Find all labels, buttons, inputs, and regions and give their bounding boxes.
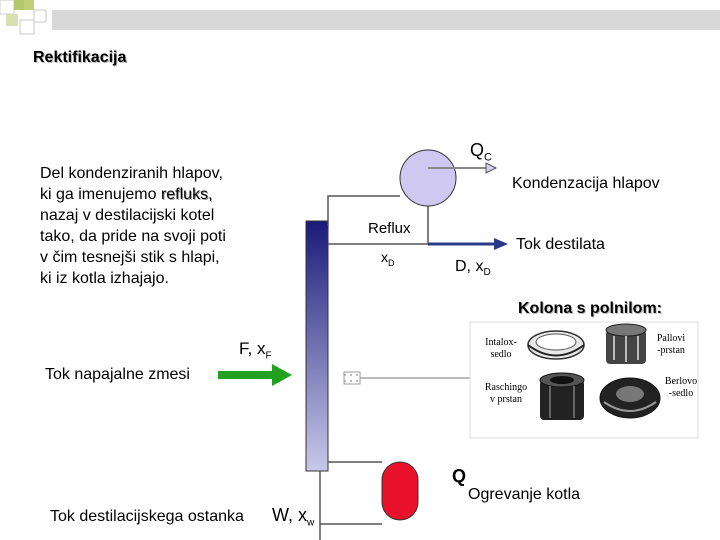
condensation-label: Kondenzacija hlapov [512, 175, 660, 192]
pall-label: Pallovi-prstan [656, 333, 686, 356]
distillate-flow-label: D, xD [455, 258, 491, 279]
qc-label: QC [470, 140, 492, 164]
berl-label: Berlovo-sedlo [664, 376, 698, 399]
bottoms-flow-label: W, xw [272, 505, 315, 529]
intalox-saddle-image [527, 330, 585, 360]
condenser [399, 149, 457, 207]
feed-arrow-shaft [218, 371, 274, 379]
description-line: ki ga imenujemo refluks, [40, 186, 213, 203]
feed-flow-label: F, xF [239, 339, 272, 362]
raschig-ring-image [539, 372, 585, 420]
berl-saddle-image [599, 377, 661, 419]
heating-label: Ogrevanje kotla [468, 486, 581, 503]
vapour-line [327, 195, 400, 226]
distillate-arrow-icon [494, 238, 508, 250]
corner-decoration [0, 0, 47, 35]
reboiler [381, 461, 419, 521]
distillation-column [305, 220, 329, 472]
intalox-label: Intalox-sedlo [485, 337, 517, 360]
feed-stream-label: Tok napajalne zmesi [45, 366, 190, 383]
q-heat-label: Q [452, 466, 467, 486]
packed-column-label: Kolona s polnilom: [518, 300, 662, 317]
feed-arrow-icon [272, 364, 292, 386]
description-line: tako, da pride na svoji poti [40, 228, 226, 245]
description-line: nazaj v destilacijski kotel [40, 207, 215, 224]
description-line: Del kondenziranih hlapov, [40, 165, 223, 182]
xd-label: xD [381, 249, 395, 268]
description-text: Del kondenziranih hlapov, ki ga imenujem… [40, 163, 226, 289]
packing-section [343, 371, 361, 385]
distillate-label: Tok destilata [516, 236, 605, 253]
description-line: v čim tesnejši stik s hlapi, [40, 249, 220, 266]
description-line: ki iz kotla izhajajo. [40, 270, 169, 287]
slide-title: Rektifikacija [33, 49, 127, 66]
header-band [52, 10, 720, 30]
refluks-term: refluks, [160, 186, 213, 203]
bottoms-label: Tok destilacijskega ostanka [50, 508, 244, 525]
pall-ring-image [605, 323, 647, 364]
reflux-label: Reflux [368, 220, 411, 237]
coolant-arrow-icon [485, 162, 498, 174]
